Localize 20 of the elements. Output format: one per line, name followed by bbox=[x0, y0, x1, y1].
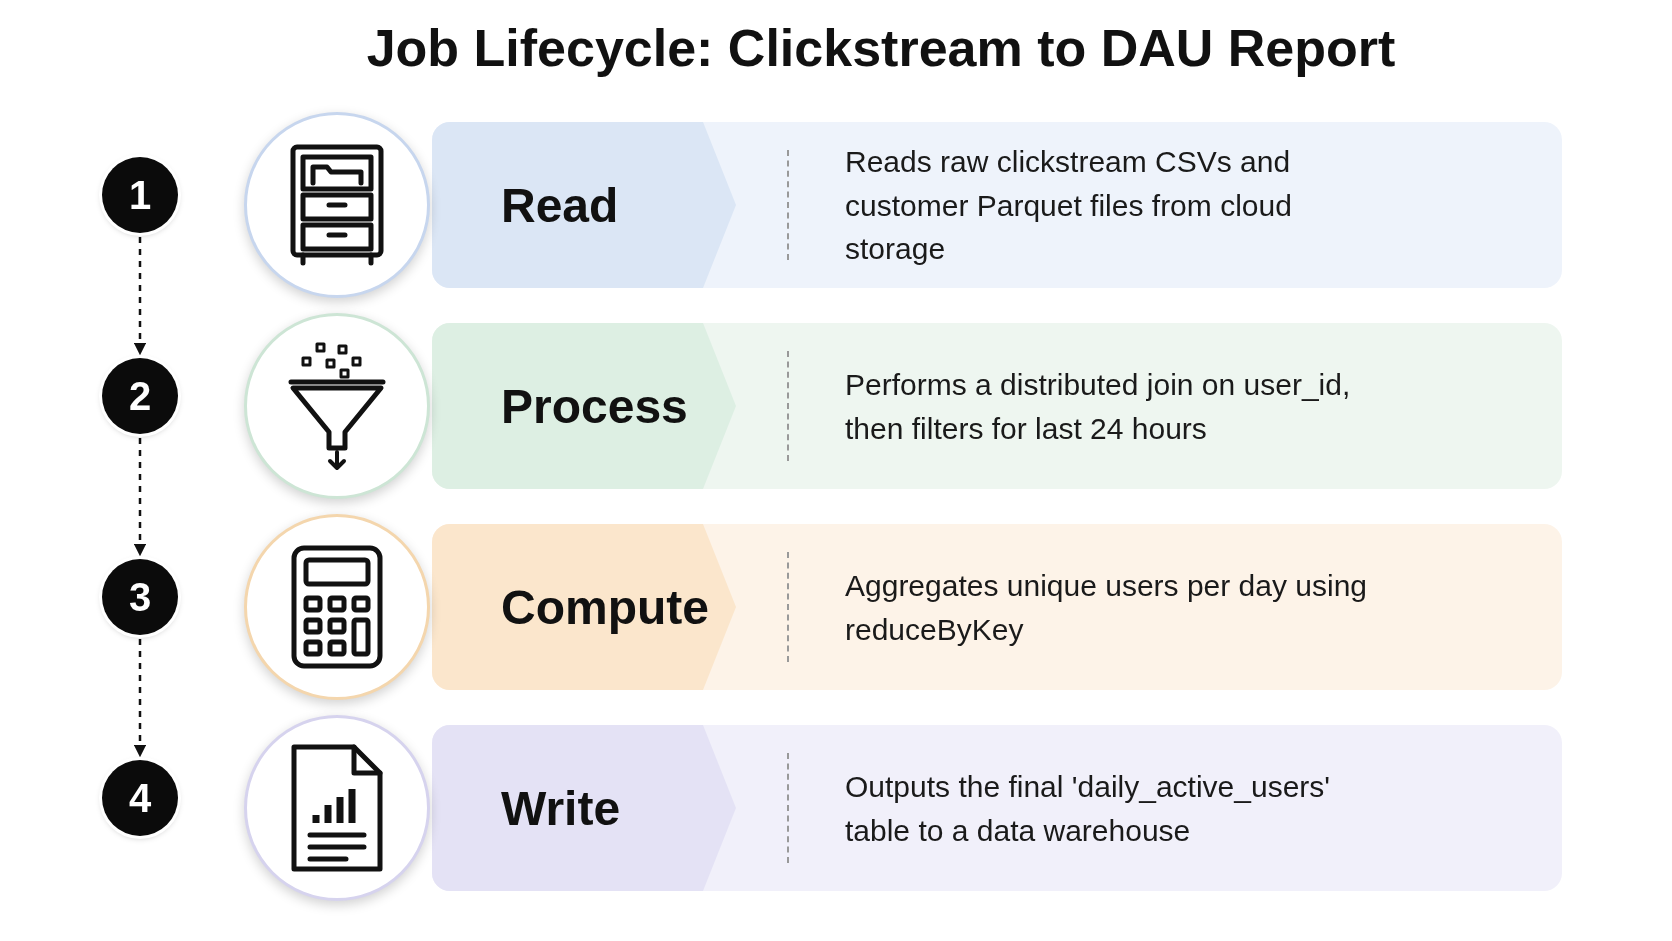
step-description: Reads raw clickstream CSVs and customer Parquet files from cloud storage bbox=[845, 143, 1293, 267]
step-title: Write bbox=[501, 780, 621, 837]
step-band bbox=[432, 725, 1562, 891]
dashed-arrow bbox=[133, 237, 147, 356]
step-title: Read bbox=[501, 177, 619, 234]
step-number-circle: 1 bbox=[102, 157, 178, 233]
dashed-arrow bbox=[133, 438, 147, 557]
title: Job Lifecycle: Clickstream to DAU Report bbox=[365, 18, 1397, 78]
step-description: Aggregates unique users per day using reduceByKey bbox=[845, 567, 1368, 648]
step-title: Process bbox=[501, 378, 688, 435]
step-description: Outputs the final 'daily_active_users' table to a data warehouse bbox=[845, 768, 1332, 848]
step-band bbox=[432, 122, 1562, 288]
step-title: Compute bbox=[501, 579, 709, 636]
step-number-circle: 2 bbox=[102, 358, 178, 434]
step-band bbox=[432, 323, 1562, 489]
step-number-circle: 3 bbox=[102, 559, 178, 635]
step-number-circle: 4 bbox=[102, 760, 178, 836]
step-description: Performs a distributed join on user_id, then filters for last 24 hours bbox=[845, 366, 1352, 446]
step-band bbox=[432, 524, 1562, 690]
dashed-arrow bbox=[133, 639, 147, 758]
